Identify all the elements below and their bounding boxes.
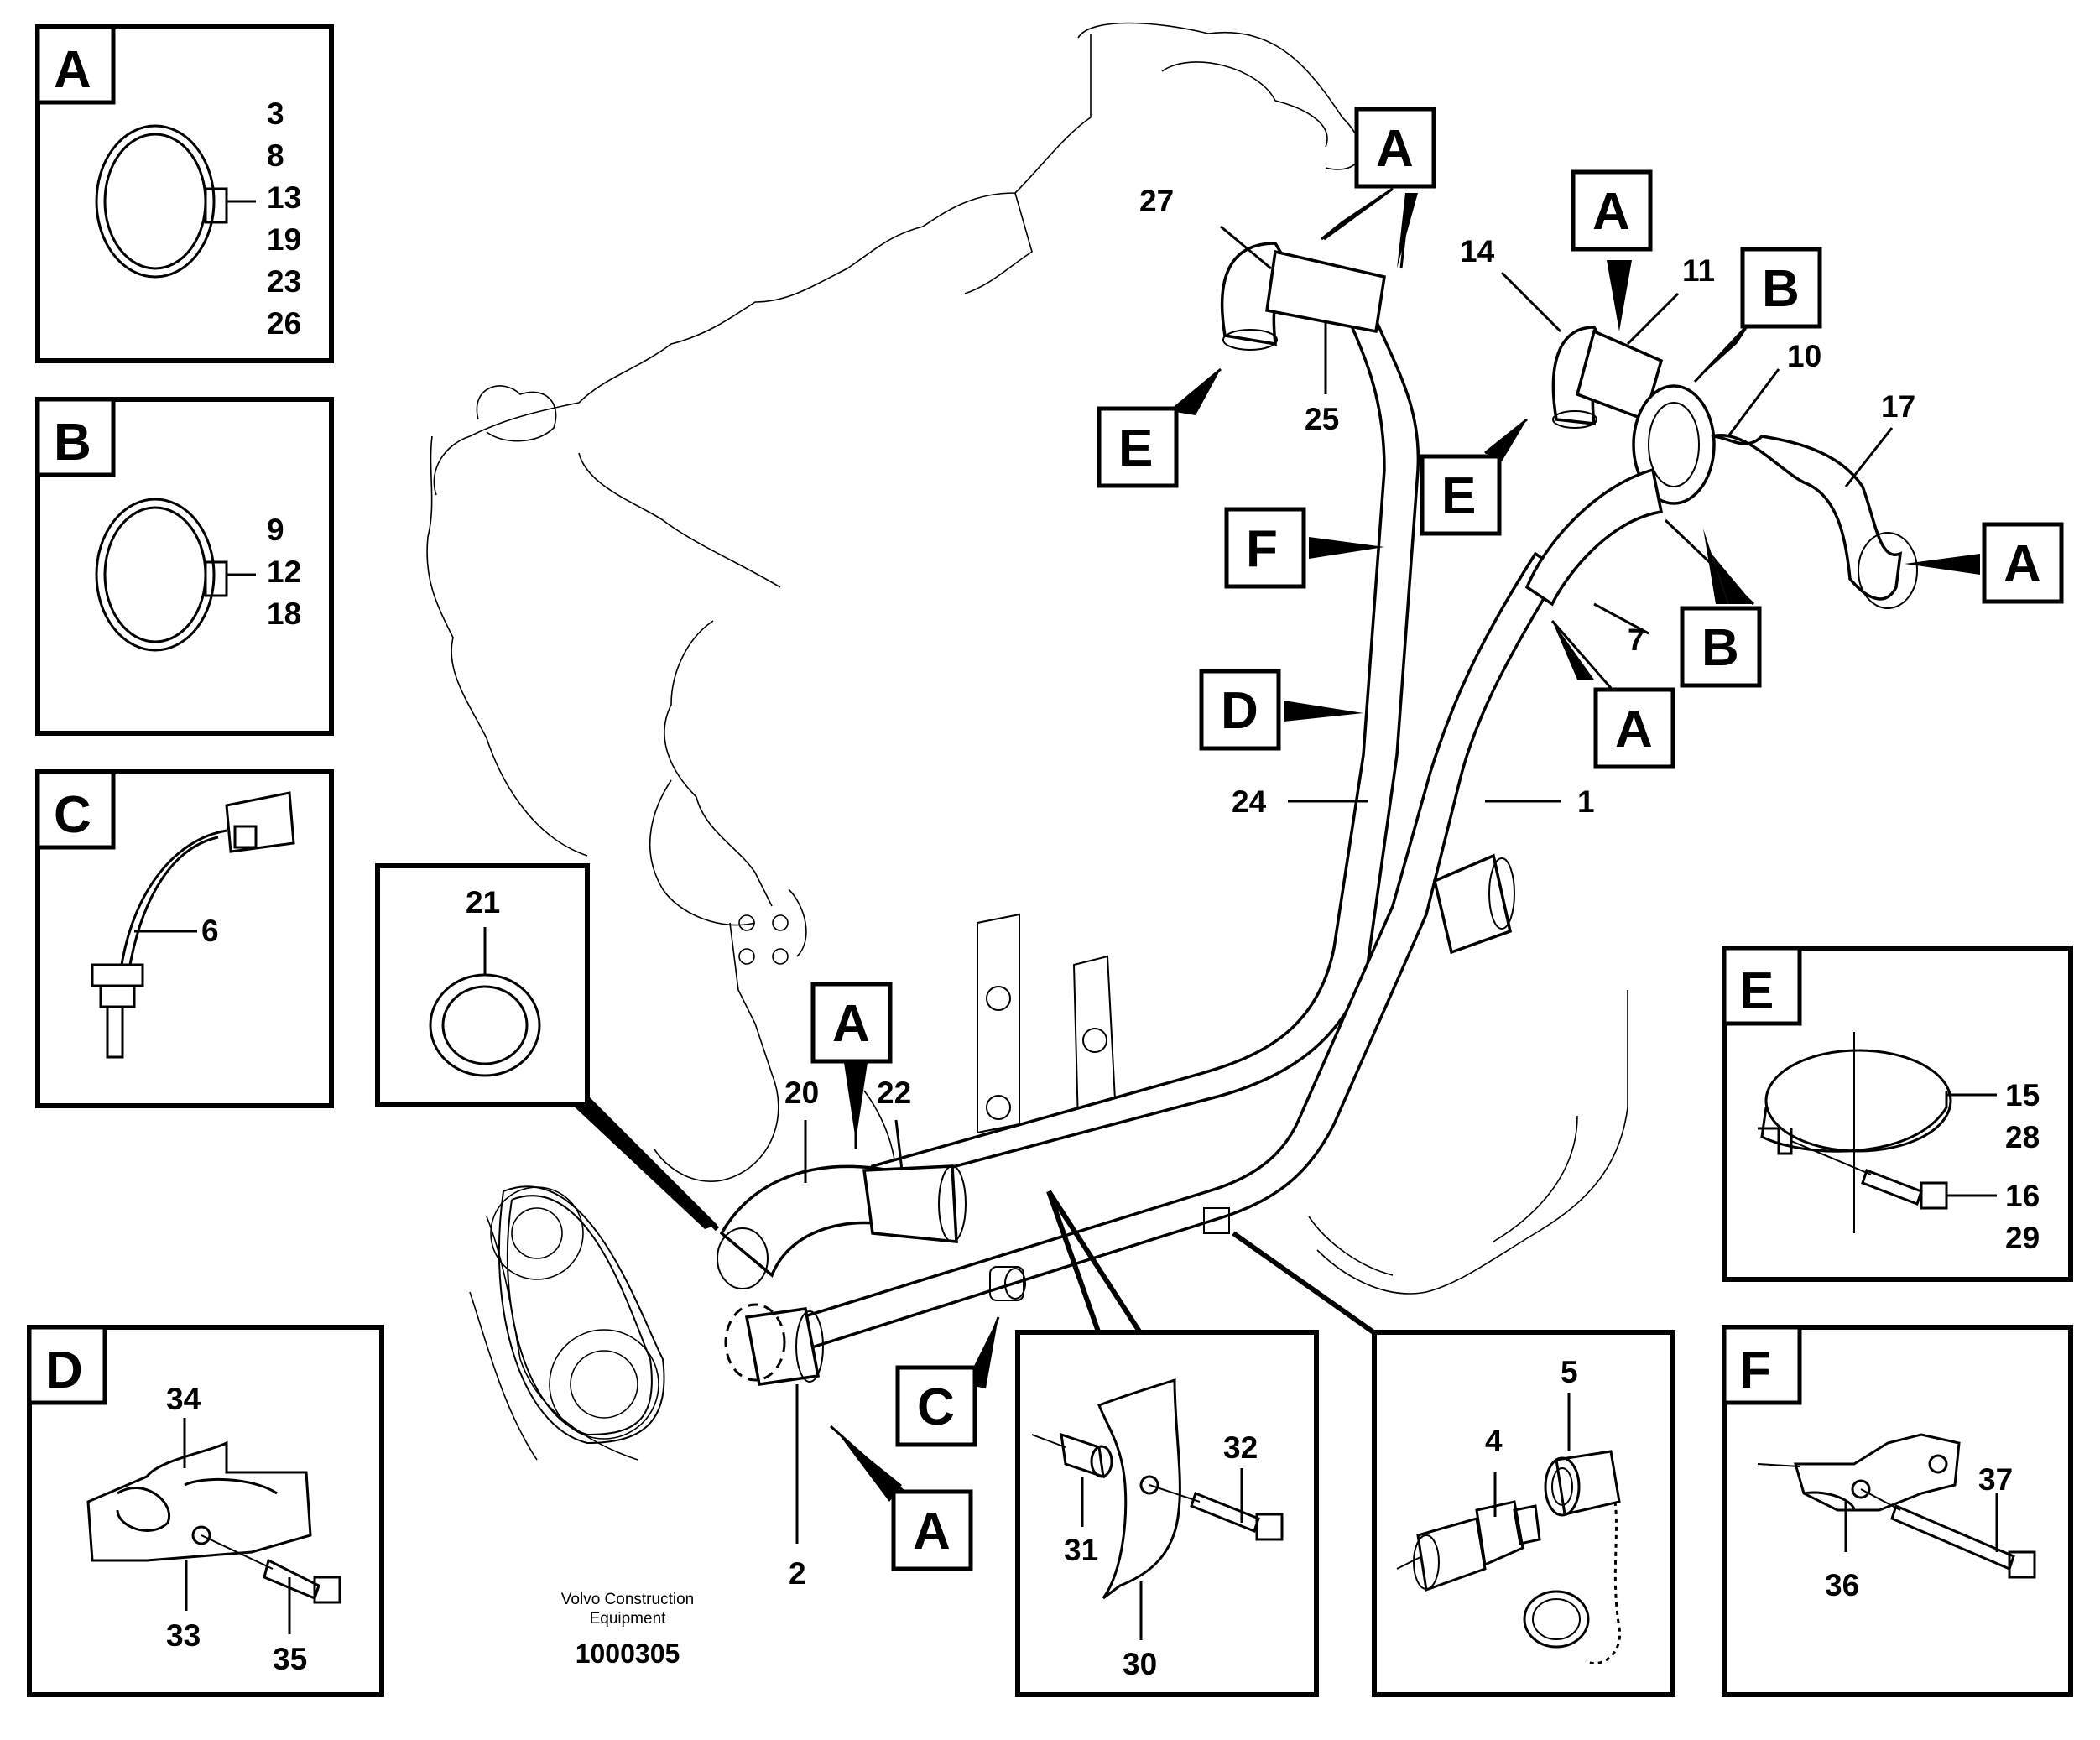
- detail-box-c: C 6: [35, 769, 334, 1108]
- callout-7: 7: [1628, 623, 1645, 657]
- key-tag-arrows: [830, 187, 1980, 1502]
- pipe-clip-icon: [1097, 1378, 1181, 1600]
- key-tag-e-left: E: [1118, 419, 1153, 477]
- footer-company-line1: Volvo Construction: [561, 1591, 694, 1608]
- callout-1: 1: [1577, 784, 1595, 819]
- callout-10: 10: [1787, 339, 1821, 373]
- key-tag-a-lower-right: A: [1615, 701, 1653, 758]
- part-37: 37: [1978, 1462, 2013, 1497]
- callout-27: 27: [1139, 184, 1174, 218]
- callout-20: 20: [784, 1076, 819, 1110]
- key-tag-f: F: [1246, 520, 1278, 578]
- part-28: 28: [2005, 1120, 2040, 1154]
- detail-box-drain: 4 5: [1372, 1330, 1675, 1697]
- drain-nipple-icon: [1396, 1500, 1541, 1592]
- pipe-bracket-icon: [86, 1440, 312, 1562]
- detail-box-a: A 3 8 13 19 23 26: [35, 24, 334, 363]
- key-tag-b-top: B: [1762, 260, 1800, 318]
- callout-14: 14: [1460, 234, 1495, 268]
- part-32: 32: [1223, 1430, 1258, 1465]
- part-6: 6: [201, 914, 219, 948]
- footer-doc-number: 1000305: [576, 1638, 680, 1669]
- part-12: 12: [267, 555, 301, 589]
- callout-2: 2: [789, 1556, 806, 1591]
- detail-box-d-key: D: [45, 1341, 83, 1399]
- part-callouts: 27 25 14 11 10 17 7 24 1 20 22 2: [784, 184, 1915, 1591]
- detail-box-a-key: A: [54, 41, 91, 99]
- detail-box-seal: 21: [375, 863, 590, 1107]
- drain-cap-icon: [1523, 1450, 1622, 1665]
- part-35: 35: [273, 1642, 307, 1676]
- part-36: 36: [1825, 1568, 1859, 1602]
- part-34: 34: [166, 1382, 201, 1416]
- detail-box-clip: 32 31 30: [1015, 1330, 1319, 1697]
- callout-17: 17: [1881, 389, 1915, 424]
- part-15: 15: [2005, 1078, 2040, 1112]
- spacer-icon: [1031, 1432, 1113, 1479]
- part-19: 19: [267, 222, 301, 257]
- part-23: 23: [267, 264, 301, 299]
- leader-lines: [795, 225, 1894, 1544]
- key-tag-e-mid: E: [1441, 467, 1476, 525]
- key-tag-b-right: B: [1701, 619, 1739, 677]
- bolt-icon: [1149, 1484, 1284, 1541]
- part-21: 21: [466, 885, 500, 919]
- detail-box-d: D 34 33 35: [27, 1325, 384, 1697]
- detail-box-c-key: C: [54, 786, 91, 844]
- part-5: 5: [1561, 1355, 1578, 1389]
- detail-box-f-key: F: [1739, 1341, 1771, 1399]
- key-tags: A E A E B A B A F D A C A: [810, 107, 2064, 1571]
- key-tag-a-hose: A: [832, 995, 870, 1053]
- footer-company-line2: Equipment: [590, 1610, 667, 1628]
- part-26: 26: [267, 306, 301, 341]
- detail-box-f: F 37 36: [1722, 1325, 2073, 1697]
- key-tag-a-bottom: A: [913, 1503, 951, 1560]
- coolant-pipes: [717, 242, 1918, 1386]
- part-4: 4: [1485, 1424, 1503, 1458]
- callout-11: 11: [1682, 253, 1715, 288]
- engine-outline: [426, 22, 1628, 1461]
- detail-connectors: [571, 1091, 1661, 1336]
- part-16: 16: [2005, 1179, 2040, 1213]
- part-18: 18: [267, 596, 301, 631]
- detail-box-e: E 15 28 16 29: [1722, 946, 2073, 1282]
- callout-25: 25: [1305, 402, 1339, 436]
- hose-clamp-icon: [95, 498, 228, 652]
- part-29: 29: [2005, 1221, 2040, 1255]
- key-tag-a-top: A: [1376, 120, 1414, 178]
- engine-brackets: [977, 913, 1118, 1134]
- callout-22: 22: [877, 1076, 911, 1110]
- temperature-sensor-icon: [91, 791, 295, 1059]
- detail-box-b-key: B: [54, 414, 91, 471]
- detail-box-b: B 9 12 18: [35, 397, 334, 736]
- key-tag-a-mid: A: [1592, 183, 1630, 241]
- hose-clamp-icon: [95, 124, 228, 279]
- part-8: 8: [267, 138, 284, 173]
- key-tag-d: D: [1221, 682, 1258, 740]
- part-9: 9: [267, 513, 284, 547]
- p-clamp-icon: [1758, 1032, 1952, 1233]
- bolt-icon: [1860, 1488, 2036, 1579]
- part-13: 13: [267, 180, 301, 215]
- part-30: 30: [1123, 1647, 1157, 1681]
- callout-24: 24: [1232, 784, 1267, 819]
- key-tag-a-right: A: [2004, 535, 2041, 593]
- part-31: 31: [1064, 1533, 1098, 1567]
- part-33: 33: [166, 1618, 201, 1653]
- part-3: 3: [267, 96, 284, 131]
- bolt-icon: [201, 1534, 341, 1604]
- key-tag-c: C: [917, 1378, 955, 1436]
- detail-box-e-key: E: [1739, 962, 1774, 1020]
- support-bracket-icon: [1757, 1433, 1961, 1512]
- footer: Volvo Construction Equipment 1000305: [561, 1591, 694, 1669]
